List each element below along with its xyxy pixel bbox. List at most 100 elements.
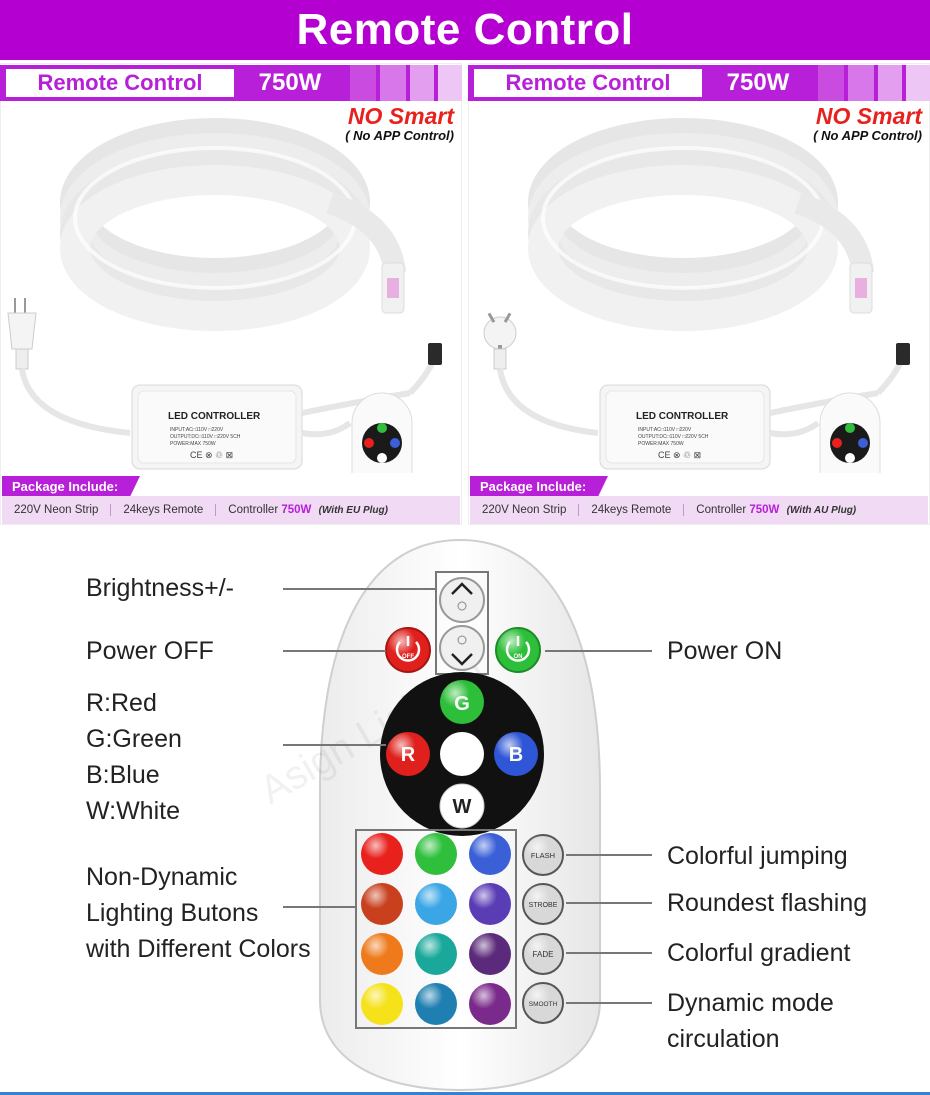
color-button-r1c3[interactable]: [469, 833, 511, 875]
leader-flash: [566, 854, 652, 856]
label-white: W:White: [86, 797, 180, 825]
strobe-button: STROBE: [522, 883, 564, 925]
color-button-r1c2[interactable]: [415, 833, 457, 875]
color-button-grid: [361, 833, 511, 1025]
svg-text:G: G: [454, 693, 470, 715]
panel-header-label-box: Remote Control: [474, 69, 702, 97]
package-include: Package Include: 220V Neon Strip 24keys …: [0, 476, 462, 525]
no-smart-note: NO Smart ( No APP Control): [813, 103, 922, 143]
label-blue: B:Blue: [86, 761, 160, 789]
color-button-r2c2[interactable]: [415, 883, 457, 925]
leader-non-dynamic: [283, 906, 355, 908]
svg-text:W: W: [453, 796, 472, 818]
leader-fade: [566, 952, 652, 954]
eu-plug-icon: [7, 298, 37, 370]
package-list: 220V Neon Strip 24keys Remote Controller…: [2, 496, 460, 524]
label-green: G:Green: [86, 725, 182, 753]
product-image-eu: LED CONTROLLER INPUT:AC□110V □220V OUTPU…: [7, 118, 442, 473]
package-label: Package Include:: [2, 476, 140, 496]
no-smart-subtitle: ( No APP Control): [813, 128, 922, 143]
bottom-rule: [0, 1092, 930, 1095]
panel-wattage: 750W: [726, 69, 790, 96]
smooth-button: SMOOTH: [522, 982, 564, 1024]
svg-text:LED CONTROLLER: LED CONTROLLER: [168, 411, 261, 422]
svg-text:OUTPUT:DC□110V □220V 5CH: OUTPUT:DC□110V □220V 5CH: [170, 434, 241, 440]
leader-power-off: [283, 650, 386, 652]
package-item-remote: 24keys Remote: [111, 504, 217, 516]
package-item-strip: 220V Neon Strip: [2, 504, 112, 516]
color-button-r3c3[interactable]: [469, 933, 511, 975]
red-button: R: [386, 732, 430, 776]
label-fade: Colorful gradient: [667, 939, 851, 967]
label-non-dynamic-2: Lighting Butons: [86, 899, 259, 927]
color-button-r2c1[interactable]: [361, 883, 403, 925]
package-item-controller: Controller 750W (With AU Plug): [696, 504, 857, 516]
panel-header-label: Remote Control: [37, 70, 203, 95]
label-non-dynamic-1: Non-Dynamic: [86, 863, 238, 891]
leader-power-on: [545, 650, 652, 652]
svg-text:SMOOTH: SMOOTH: [529, 1001, 558, 1008]
svg-text:OFF: OFF: [402, 654, 414, 660]
label-smooth-1: Dynamic mode: [667, 989, 834, 1017]
svg-text:ON: ON: [514, 654, 523, 660]
leader-smooth: [566, 1002, 652, 1004]
banner-title: Remote Control: [296, 5, 634, 54]
brightness-down-button: [439, 625, 485, 671]
svg-text:LED CONTROLLER: LED CONTROLLER: [636, 411, 729, 422]
power-on-button: ON: [495, 627, 541, 673]
color-button-r4c2[interactable]: [415, 983, 457, 1025]
panel-header-label-box: Remote Control: [6, 69, 234, 97]
svg-text:FADE: FADE: [533, 950, 554, 959]
blue-button: B: [494, 732, 538, 776]
color-button-r3c2[interactable]: [415, 933, 457, 975]
product-image-au: LED CONTROLLER INPUT:AC□110V □220V OUTPU…: [483, 118, 910, 473]
label-power-off: Power OFF: [86, 637, 214, 665]
remote-diagram: Asign Lighting OFF: [0, 530, 930, 1095]
label-smooth-2: circulation: [667, 1025, 780, 1053]
color-button-r4c1[interactable]: [361, 983, 403, 1025]
leader-rgbw: [283, 744, 386, 746]
color-button-r4c3[interactable]: [469, 983, 511, 1025]
package-label: Package Include:: [470, 476, 608, 496]
panel-header-label: Remote Control: [505, 70, 671, 95]
leader-brightness: [283, 588, 435, 590]
product-panel-eu: Remote Control 750W NO Smart ( No APP Co…: [0, 63, 462, 525]
package-include: Package Include: 220V Neon Strip 24keys …: [468, 476, 930, 525]
product-panel-au: Remote Control 750W NO Smart ( No APP Co…: [468, 63, 930, 525]
svg-text:INPUT:AC□110V □220V: INPUT:AC□110V □220V: [638, 427, 692, 433]
svg-text:CE ⊗ ♲ ⊠: CE ⊗ ♲ ⊠: [190, 450, 233, 460]
power-off-button: OFF: [385, 627, 431, 673]
package-list: 220V Neon Strip 24keys Remote Controller…: [470, 496, 928, 524]
panel-wattage: 750W: [258, 69, 322, 96]
svg-text:INPUT:AC□110V □220V: INPUT:AC□110V □220V: [170, 427, 224, 433]
label-flash: Colorful jumping: [667, 842, 848, 870]
color-button-r2c3[interactable]: [469, 883, 511, 925]
green-button: G: [440, 680, 484, 724]
svg-text:R: R: [401, 744, 416, 766]
fade-button: FADE: [522, 933, 564, 975]
white-button: W: [439, 783, 485, 829]
package-item-remote: 24keys Remote: [579, 504, 685, 516]
color-button-r3c1[interactable]: [361, 933, 403, 975]
svg-text:B: B: [509, 744, 523, 766]
flash-button: FLASH: [522, 834, 564, 876]
label-non-dynamic-3: with Different Colors: [86, 935, 311, 963]
svg-text:OUTPUT:DC□110V □220V 5CH: OUTPUT:DC□110V □220V 5CH: [638, 434, 709, 440]
svg-text:CE ⊗ ♲ ⊠: CE ⊗ ♲ ⊠: [658, 450, 701, 460]
svg-text:POWER:MAX 750W: POWER:MAX 750W: [638, 441, 684, 447]
no-smart-title: NO Smart: [815, 103, 922, 129]
svg-text:STROBE: STROBE: [529, 902, 558, 909]
no-smart-note: NO Smart ( No APP Control): [345, 103, 454, 143]
au-plug-icon: [483, 312, 517, 370]
label-red: R:Red: [86, 689, 157, 717]
color-button-r1c1[interactable]: [361, 833, 403, 875]
label-power-on: Power ON: [667, 637, 783, 665]
leader-strobe: [566, 902, 652, 904]
top-banner: Remote Control: [0, 0, 930, 60]
svg-text:FLASH: FLASH: [531, 851, 555, 860]
label-strobe: Roundest flashing: [667, 889, 868, 917]
color-grid-outline: [355, 829, 517, 1029]
center-button: [440, 732, 484, 776]
svg-text:POWER:MAX 750W: POWER:MAX 750W: [170, 441, 216, 447]
